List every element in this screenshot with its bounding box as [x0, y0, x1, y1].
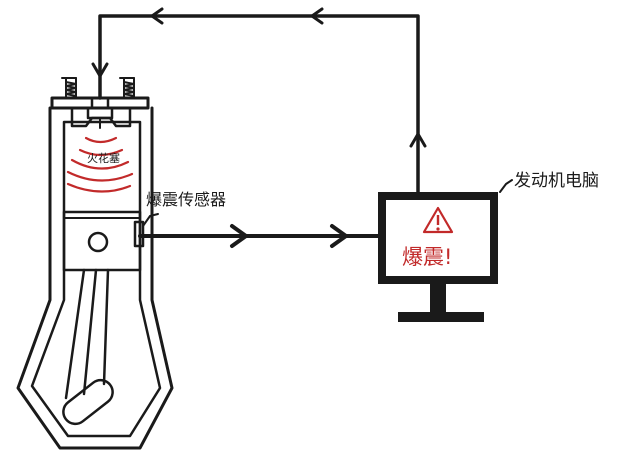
sensor-signal-wire [138, 224, 382, 248]
crank-pin [62, 378, 114, 426]
feedback-arrow-down [91, 62, 109, 78]
cylinder-inner-wall [30, 120, 162, 438]
monitor-screen [386, 200, 490, 276]
piston [62, 210, 142, 272]
computer-label-pointer [499, 179, 513, 193]
piston-pin [87, 231, 109, 253]
engine-cylinder [16, 96, 174, 450]
knock-sensor [133, 220, 145, 248]
feedback-arrow-left-1 [310, 7, 324, 25]
spark-plug [86, 96, 114, 129]
screen-warning-text: 爆震! [402, 245, 452, 269]
cylinder-outer-wall [16, 106, 174, 450]
knock-waves [66, 136, 134, 193]
knock-wave-2 [78, 148, 124, 157]
spark-plug-label: 火花塞 [87, 151, 120, 165]
knock-wave-4 [66, 170, 134, 182]
monitor-neck [430, 284, 446, 314]
knock-wave-5 [66, 182, 132, 193]
feedback-arrow-left-2 [150, 7, 164, 25]
engine-computer: 爆震! [378, 192, 498, 322]
monitor-base [398, 312, 484, 322]
signal-arrow-2 [330, 224, 348, 248]
warning-triangle-icon [422, 206, 454, 234]
valve-spring-right [119, 77, 135, 99]
feedback-wire [91, 7, 427, 194]
feedback-arrow-up [409, 132, 427, 148]
signal-arrow-1 [230, 224, 248, 248]
engine-computer-label: 发动机电脑 [514, 171, 599, 191]
knock-sensor-pointer [142, 213, 159, 227]
knock-sensor-label: 爆震传感器 [146, 190, 226, 209]
knock-wave-1 [84, 136, 118, 144]
knock-wave-3 [70, 158, 130, 170]
valve-spring-left [61, 77, 77, 99]
cylinder-head-cap [50, 96, 150, 110]
connecting-rod [64, 268, 110, 400]
